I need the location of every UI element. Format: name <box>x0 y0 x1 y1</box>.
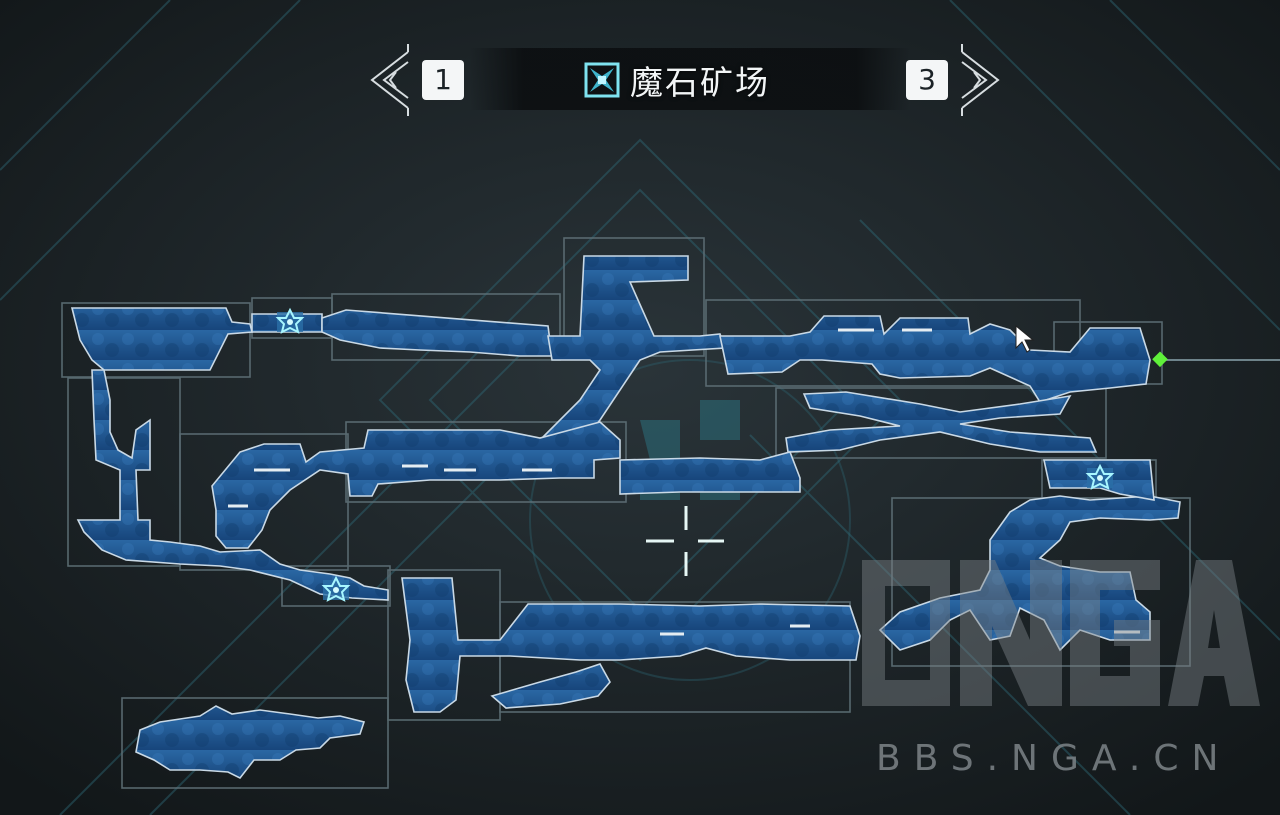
crystal-star-icon[interactable] <box>321 575 351 602</box>
title-bar <box>470 48 910 110</box>
decor-ring <box>529 359 851 681</box>
prev-floor-key[interactable]: 1 <box>422 60 464 100</box>
green-diamond-icon[interactable] <box>1152 351 1168 368</box>
crystal-star-icon[interactable] <box>1085 463 1115 490</box>
watermark-url: BBS.NGA.CN <box>876 738 1232 779</box>
next-floor-key[interactable]: 3 <box>906 60 948 100</box>
area-title: 魔石矿场 <box>584 58 770 102</box>
crystal-star-icon[interactable] <box>275 307 305 334</box>
ornate-arrow-left-icon[interactable] <box>368 42 412 118</box>
crosshair-icon <box>646 506 724 576</box>
nga-logo-watermark <box>862 560 1260 706</box>
area-name: 魔石矿场 <box>630 63 770 102</box>
platform-ledges <box>228 328 1140 636</box>
explored-rooms <box>70 255 1181 780</box>
ornate-arrow-right-icon[interactable] <box>958 42 1002 118</box>
area-emblem-icon <box>584 62 620 98</box>
cursor-arrow-icon <box>1015 324 1035 353</box>
